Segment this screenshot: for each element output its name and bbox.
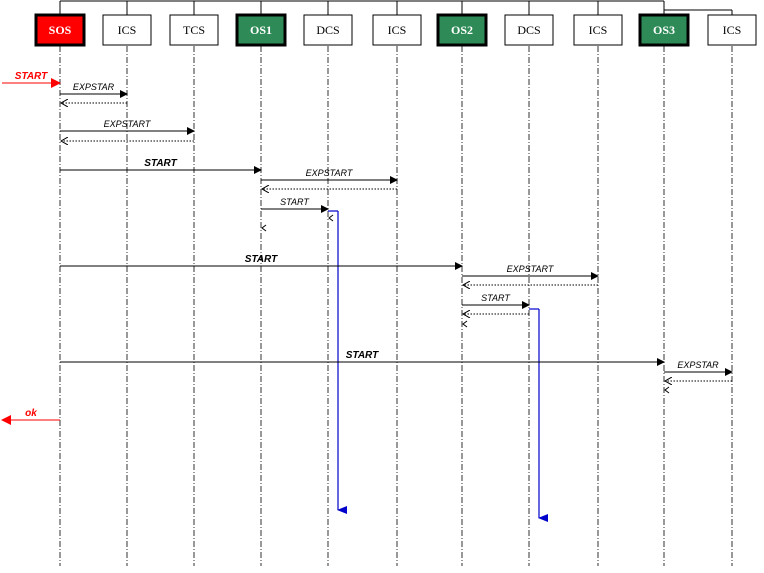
message-label: EXPSTAR	[73, 82, 115, 92]
message-label: EXPSTAR	[677, 360, 719, 370]
hierarchy-connectors	[59, 0, 733, 15]
message-label: START	[481, 293, 511, 303]
message-1: START	[2, 71, 61, 88]
participant-label: SOS	[49, 23, 72, 37]
participant-box[interactable]	[372, 14, 422, 46]
participant-box[interactable]	[707, 14, 757, 46]
message-label: EXPSTART	[104, 119, 152, 129]
message-17	[462, 320, 468, 328]
participant-dcs2[interactable]: DCS	[504, 14, 554, 46]
message-4: EXPSTART	[60, 119, 195, 135]
message-label: START	[245, 254, 278, 265]
participant-label: ICS	[589, 23, 608, 37]
participant-ics2[interactable]: ICS	[372, 14, 422, 46]
participant-box[interactable]	[235, 13, 287, 47]
message-19: EXPSTAR	[664, 360, 733, 376]
participant-tcs[interactable]: TCS	[169, 14, 219, 46]
message-7: EXPSTART	[261, 168, 398, 184]
message-label: START	[144, 158, 177, 169]
participant-box[interactable]	[169, 14, 219, 46]
message-10	[328, 214, 334, 222]
activation-bars	[328, 210, 548, 522]
message-label: START	[346, 350, 379, 361]
return-stub-arrow	[261, 224, 267, 232]
message-6: START	[60, 158, 262, 174]
return-stub-arrow	[328, 214, 334, 222]
message-label: ok	[25, 408, 37, 419]
return-stub-arrow	[664, 386, 670, 394]
message-2: EXPSTAR	[60, 82, 128, 98]
participant-box[interactable]	[102, 14, 152, 46]
message-11	[261, 224, 267, 232]
participant-box[interactable]	[436, 13, 488, 47]
participant-label: DCS	[517, 23, 540, 37]
messages: START EXPSTAR EXPSTART START EXPSTART START ST…	[1, 71, 733, 425]
participants: SOS ICS TCS OS1 DCS ICS OS2 DCS ICS OS3 ICS	[34, 13, 757, 47]
participant-label: OS2	[451, 23, 473, 37]
participant-ics3[interactable]: ICS	[573, 14, 623, 46]
message-21	[664, 386, 670, 394]
participant-box[interactable]	[638, 13, 690, 47]
participant-label: ICS	[118, 23, 137, 37]
participant-box[interactable]	[303, 14, 353, 46]
participant-sos[interactable]: SOS	[34, 13, 86, 47]
message-label: START	[280, 197, 310, 207]
participant-label: OS3	[653, 23, 675, 37]
message-12: START	[60, 254, 463, 270]
participant-label: TCS	[183, 23, 205, 37]
participant-label: ICS	[388, 23, 407, 37]
message-9: START	[261, 197, 329, 213]
participant-box[interactable]	[34, 13, 86, 47]
participant-ics1[interactable]: ICS	[102, 14, 152, 46]
message-22: ok	[1, 408, 60, 425]
lifelines	[59, 46, 733, 566]
message-label: EXPSTART	[507, 264, 555, 274]
participant-ics4[interactable]: ICS	[707, 14, 757, 46]
message-15: START	[462, 293, 530, 309]
message-18: START	[60, 350, 665, 366]
participant-label: DCS	[316, 23, 339, 37]
participant-os2[interactable]: OS2	[436, 13, 488, 47]
participant-label: OS1	[250, 23, 272, 37]
message-label: START	[15, 71, 48, 82]
participant-box[interactable]	[573, 14, 623, 46]
return-stub-arrow	[462, 320, 468, 328]
participant-dcs1[interactable]: DCS	[303, 14, 353, 46]
participant-box[interactable]	[504, 14, 554, 46]
message-13: EXPSTART	[462, 264, 599, 280]
participant-os1[interactable]: OS1	[235, 13, 287, 47]
participant-os3[interactable]: OS3	[638, 13, 690, 47]
participant-label: ICS	[723, 23, 742, 37]
message-label: EXPSTART	[306, 168, 354, 178]
